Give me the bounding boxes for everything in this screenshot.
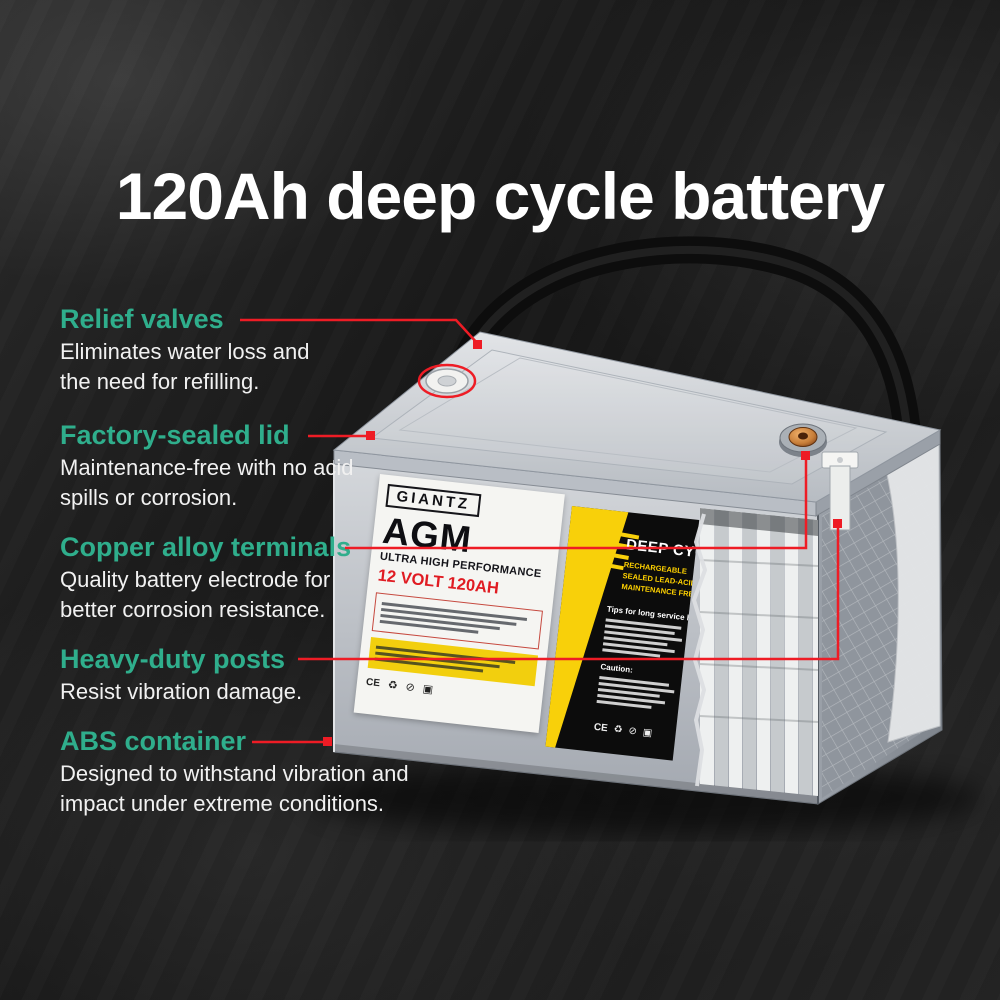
callout-factory-sealed-lid: Factory-sealed lid Maintenance-free with… [60, 419, 360, 513]
callout-body: Maintenance-free with no acid spills or … [60, 455, 354, 510]
callout-heavy-duty-posts: Heavy-duty posts Resist vibration damage… [60, 643, 400, 707]
callout-body: Eliminates water loss and the need for r… [60, 339, 310, 394]
certification-icons: CE ♻ ⊘ ▣ [593, 722, 653, 739]
battery-side-panel: DEEP CYCLE RECHARGEABLE SEALED LEAD-ACID… [545, 506, 700, 761]
callout-relief-valves: Relief valves Eliminates water loss and … [60, 303, 340, 397]
recycle-icon: ♻ [613, 723, 624, 736]
callout-body: Quality battery electrode for better cor… [60, 567, 331, 622]
page-title: 120Ah deep cycle battery [115, 159, 885, 233]
ce-mark-icon: CE [593, 721, 609, 735]
no-disposal-icon: ⊘ [627, 725, 638, 738]
pb-recycle-icon: ▣ [422, 683, 434, 697]
callout-body: Designed to withstand vibration and impa… [60, 761, 409, 816]
callout-heading: ABS container [60, 726, 247, 756]
hazard-stripe [586, 548, 629, 560]
callout-heading: Relief valves [60, 304, 224, 334]
pb-recycle-icon: ▣ [642, 727, 653, 740]
callout-copper-alloy-terminals: Copper alloy terminals Quality battery e… [60, 531, 370, 625]
callout-heading: Heavy-duty posts [60, 644, 286, 674]
side-panel-heading: DEEP CYCLE [625, 536, 700, 565]
caution-heading: Caution: [600, 662, 634, 675]
callout-heading: Factory-sealed lid [60, 420, 290, 450]
callout-abs-container: ABS container Designed to withstand vibr… [60, 725, 450, 819]
no-disposal-icon: ⊘ [404, 681, 416, 695]
hazard-stripe [589, 560, 624, 571]
callout-body: Resist vibration damage. [60, 679, 303, 704]
callout-heading: Copper alloy terminals [60, 532, 352, 562]
